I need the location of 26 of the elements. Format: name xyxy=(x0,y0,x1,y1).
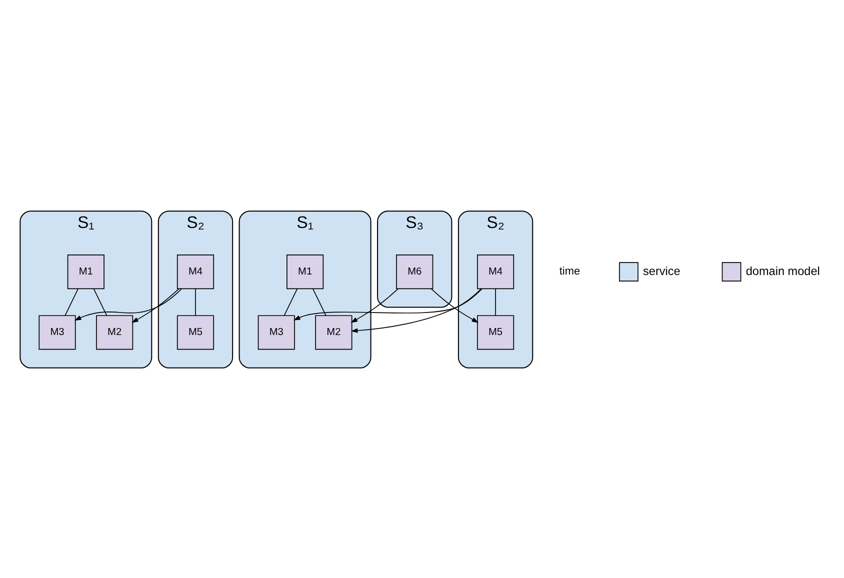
node-box: M1 xyxy=(67,254,104,289)
arrow xyxy=(132,288,180,322)
connector xyxy=(64,288,78,316)
node-box: M3 xyxy=(258,314,295,350)
arrow xyxy=(294,288,483,320)
node-box: M2 xyxy=(96,314,134,350)
connector xyxy=(495,288,496,316)
node-box: M6 xyxy=(396,254,434,289)
node-box: M4 xyxy=(477,254,514,289)
node-box: M3 xyxy=(38,314,76,350)
connector xyxy=(195,288,196,316)
legend-label: domain model xyxy=(746,264,820,278)
connector xyxy=(93,288,108,316)
node-box: M4 xyxy=(176,254,214,289)
arrow xyxy=(350,288,482,332)
node-box: M5 xyxy=(477,314,514,350)
legend-label: service xyxy=(643,264,680,278)
connector xyxy=(312,288,326,316)
arrow xyxy=(430,288,479,322)
node-box: M1 xyxy=(286,254,324,289)
arrow xyxy=(350,288,398,322)
arrow xyxy=(74,288,182,320)
connector xyxy=(284,288,298,316)
node-box: M2 xyxy=(315,314,352,350)
label: time xyxy=(559,265,580,278)
node-box: M5 xyxy=(176,314,214,350)
